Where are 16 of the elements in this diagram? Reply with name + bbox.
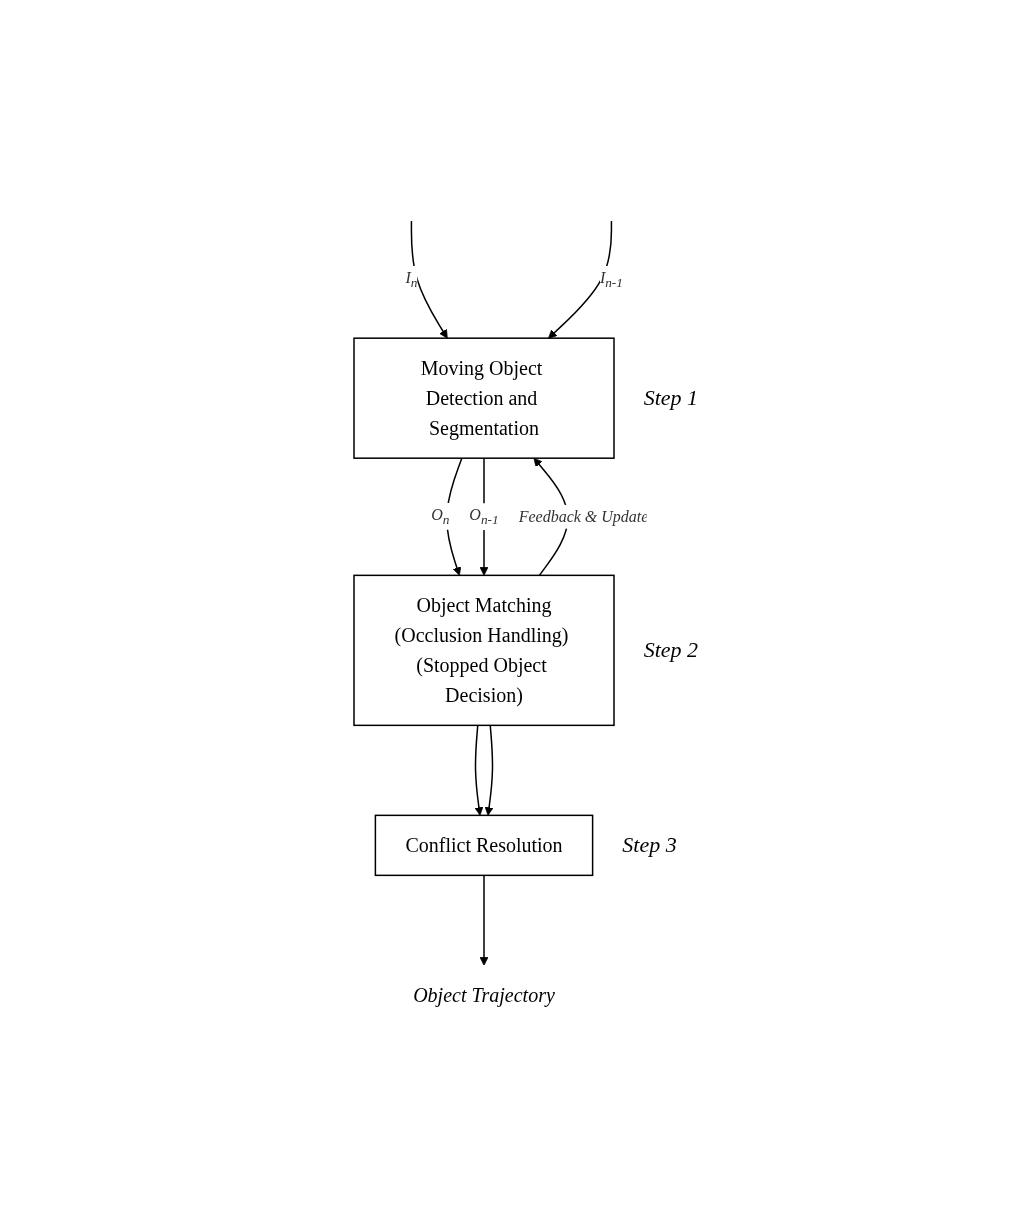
arrow [484, 724, 494, 816]
node-box: Conflict Resolution [374, 814, 594, 876]
step-label: Step 1 [643, 385, 699, 411]
arrow [547, 220, 612, 339]
step-label: Step 2 [643, 637, 699, 664]
edge-label: I$_{n}$ [405, 268, 418, 291]
node-text: Object Trajectory [412, 984, 555, 1007]
step-label: Step 3 [622, 832, 677, 859]
edge-label: O$_{n-1}$ [469, 506, 499, 528]
arrow [479, 874, 489, 966]
node-box: Object Matching (Occlusion Handling) (Stopped Object Decision) [352, 574, 615, 726]
node-box: Moving Object Detection and Segmentation [352, 337, 615, 459]
edge-label: O$_{n}$ [430, 505, 450, 527]
edge-label: I$_{n-1}$ [599, 268, 623, 291]
arrow [474, 724, 483, 816]
arrow [410, 220, 448, 339]
